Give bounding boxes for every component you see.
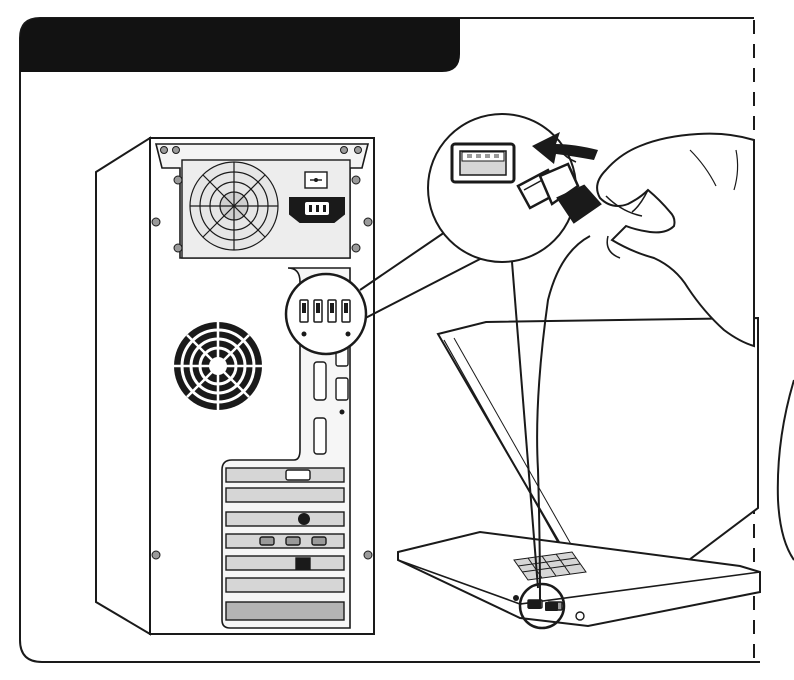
laptop [398, 318, 760, 626]
case-fan-icon [174, 322, 262, 410]
ethernet-port-icon [296, 558, 310, 569]
magnified-usb-callout [428, 114, 600, 262]
laptop-audio-jack-icon [576, 612, 584, 620]
audio-jack-icon [298, 513, 310, 525]
psu-fan-icon [190, 162, 278, 250]
offpage-device-edge [778, 380, 794, 560]
header-tab [20, 18, 460, 72]
tower-usb-ports-callout [286, 274, 366, 354]
vga-port-icon [286, 470, 310, 480]
desktop-tower [96, 138, 374, 634]
tower-side-panel [96, 138, 150, 634]
hand-icon [597, 134, 754, 346]
